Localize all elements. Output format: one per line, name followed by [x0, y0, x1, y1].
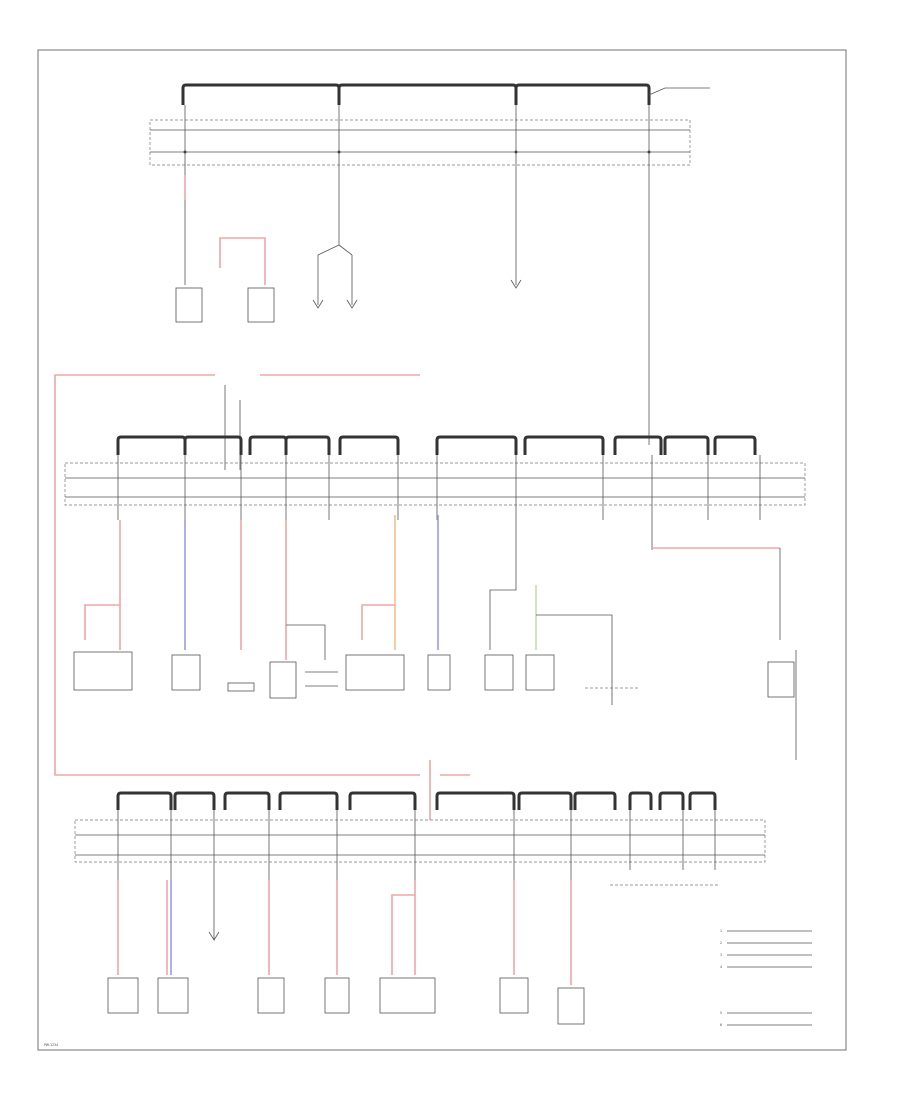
top-component-1 [175, 287, 203, 323]
middle-component-3 [227, 682, 255, 692]
top-branch-loads [175, 235, 650, 445]
legend: 1 2 3 4 5 6 [720, 929, 812, 1027]
legend-item-5: 5 [720, 1011, 722, 1015]
bottom-component-2 [157, 977, 189, 1014]
diagram-border [37, 49, 847, 1051]
bottom-component-3 [257, 977, 285, 1014]
bottom-component-5 [379, 977, 436, 1014]
middle-branch-loads [73, 515, 797, 760]
middle-fuse-block [54, 374, 806, 776]
legend-item-2: 2 [720, 941, 722, 945]
legend-item-3: 3 [720, 953, 722, 957]
bottom-branch-loads [107, 880, 585, 1025]
bottom-component-1 [107, 977, 139, 1014]
middle-component-2 [171, 654, 201, 691]
top-fuse-block [149, 83, 710, 285]
footer-code: PW-1234 [44, 1043, 58, 1047]
middle-component-4 [269, 661, 297, 699]
legend-item-1: 1 [720, 929, 722, 933]
middle-component-6 [427, 654, 451, 691]
legend-item-4: 4 [720, 965, 722, 969]
middle-component-1 [73, 651, 133, 691]
middle-component-8 [525, 654, 555, 691]
top-component-2 [247, 287, 275, 323]
bottom-component-7 [557, 987, 585, 1025]
bottom-component-6 [499, 977, 529, 1014]
bottom-fuse-block [74, 760, 766, 886]
middle-component-7 [484, 654, 514, 691]
middle-component-5 [345, 654, 405, 691]
bottom-component-4 [324, 977, 350, 1014]
middle-component-9 [767, 661, 795, 698]
legend-item-6: 6 [720, 1023, 722, 1027]
